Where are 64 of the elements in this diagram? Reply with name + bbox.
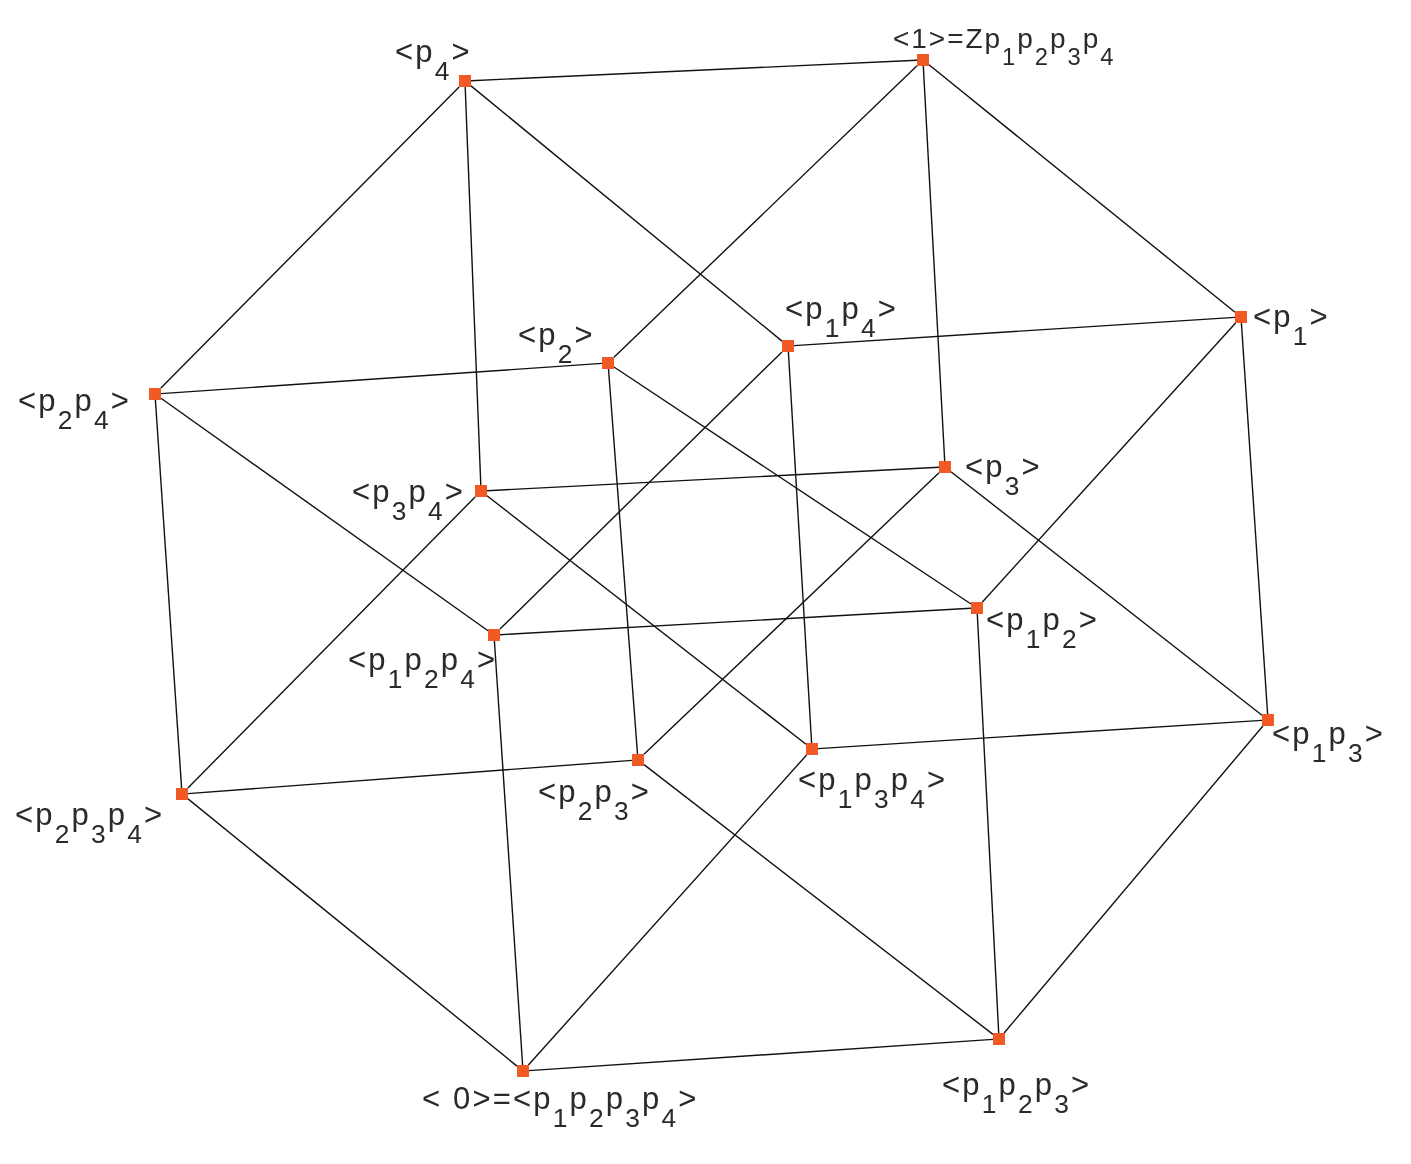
vertex-label: <p$_{1}$p$_{2}$> [986,604,1100,653]
vertex-marker [475,485,487,497]
connector-line [499,351,783,630]
connector-line [470,59,918,82]
connector-line [643,472,940,755]
vertex-marker [782,340,794,352]
vertex-label: <p$_{1}$p$_{2}$p$_{3}$> [942,1069,1092,1118]
connector-line [499,607,972,636]
vertex-marker [971,602,983,614]
vertex-marker [917,54,929,66]
vertex-label: <p$_{1}$p$_{3}$p$_{4}$> [798,764,948,813]
vertex-label: <p$_{2}$p$_{4}$> [18,385,132,434]
connector-line [187,496,476,789]
vertex-marker [149,388,161,400]
connector-line [187,798,518,1067]
connector-line [486,495,807,745]
vertex-label: <p$_{2}$p$_{3}$> [538,776,652,825]
connector-line [154,399,183,789]
connector-line [928,64,1236,313]
connector-line [922,65,946,462]
connector-line [160,86,460,389]
vertex-marker [939,461,951,473]
connector-line [976,613,1000,1034]
vertex-label: <p$_{3}$> [965,451,1042,500]
connector-line [981,322,1237,603]
vertex-label: <p$_{1}$> [1253,301,1330,350]
connector-line [1003,725,1264,1034]
vertex-label: <p$_{1}$p$_{4}$> [785,293,899,342]
vertex-marker [632,754,644,766]
connector-line [464,86,482,486]
vertex-label: <p$_{4}$> [395,36,472,85]
vertex-label: <p$_{2}$> [518,319,595,368]
vertex-label: <p$_{3}$p$_{4}$> [352,476,466,525]
connector-line [493,640,524,1066]
connector-line [527,754,808,1066]
connector-line [613,366,972,605]
vertex-label: <p$_{2}$p$_{3}$p$_{4}$> [15,799,165,848]
connector-line [817,719,1263,750]
connector-line [613,65,918,358]
connector-line [470,85,783,342]
connector-line [793,316,1236,347]
vertex-marker [1262,714,1274,726]
vertex-marker [488,629,500,641]
connector-line [486,466,940,492]
vertex-marker [517,1065,529,1077]
vertex-marker [459,75,471,87]
connector-line [187,759,633,795]
connector-line [1240,322,1269,715]
vertex-marker [806,743,818,755]
vertex-marker [1235,311,1247,323]
vertex-label: < 0>=<p$_{1}$p$_{2}$p$_{3}$p$_{4}$> [422,1083,699,1132]
vertex-label: <1>=Zp$_{1}$p$_{2}$p$_{3}$p$_{4}$ [893,25,1116,69]
connector-line [787,351,813,744]
connector-line [528,1038,994,1072]
vertex-marker [176,788,188,800]
connector-line [607,368,639,755]
vertex-marker [602,357,614,369]
connector-line [160,362,603,395]
connector-line [643,763,994,1036]
connector-line [950,471,1263,716]
connector-line [160,397,489,632]
vertex-marker [993,1033,1005,1045]
vertex-label: <p$_{1}$p$_{3}$> [1272,718,1386,767]
vertex-label: <p$_{1}$p$_{2}$p$_{4}$> [348,644,498,693]
